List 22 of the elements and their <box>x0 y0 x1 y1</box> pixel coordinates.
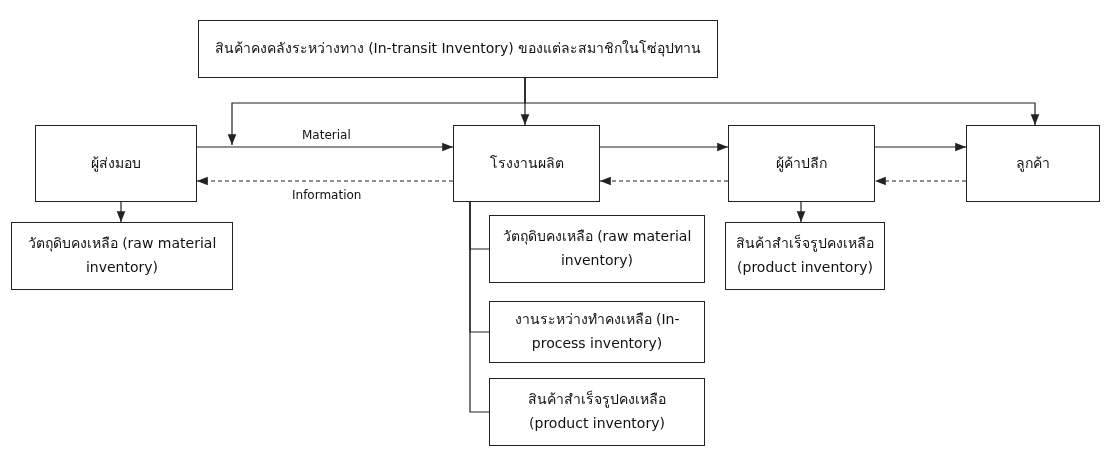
process-box: ลูกค้า <box>966 125 1100 202</box>
process-box: สินค้าคงคลังระหว่างทาง (In-transit Inventory) ของแต่ละสมาชิกในโซ่อุปทาน <box>198 20 718 78</box>
process-box: ผู้ส่งมอบ <box>35 125 197 202</box>
edge-label: Material <box>300 128 353 142</box>
process-box: วัตถุดิบคงเหลือ (raw material inventory) <box>11 222 233 290</box>
arrow <box>196 142 454 152</box>
dashed-arrow <box>196 176 454 186</box>
dashed-arrow <box>599 176 729 186</box>
arrow <box>599 142 729 152</box>
arrow <box>874 142 967 152</box>
connector-line <box>469 201 490 413</box>
process-box: ผู้ค้าปลีก <box>728 125 875 202</box>
dashed-arrow <box>874 176 967 186</box>
edge-label: Information <box>290 188 364 202</box>
process-box: สินค้าสำเร็จรูปคงเหลือ (product inventory) <box>489 378 705 446</box>
arrow <box>796 201 806 223</box>
arrow <box>116 201 126 223</box>
arrow <box>524 77 1040 126</box>
process-box: โรงงานผลิต <box>453 125 600 202</box>
process-box: งานระหว่างทำคงเหลือ (In-process inventory) <box>489 301 705 363</box>
process-box: วัตถุดิบคงเหลือ (raw material inventory) <box>489 215 705 283</box>
process-box: สินค้าสำเร็จรูปคงเหลือ (product inventory) <box>725 222 885 290</box>
